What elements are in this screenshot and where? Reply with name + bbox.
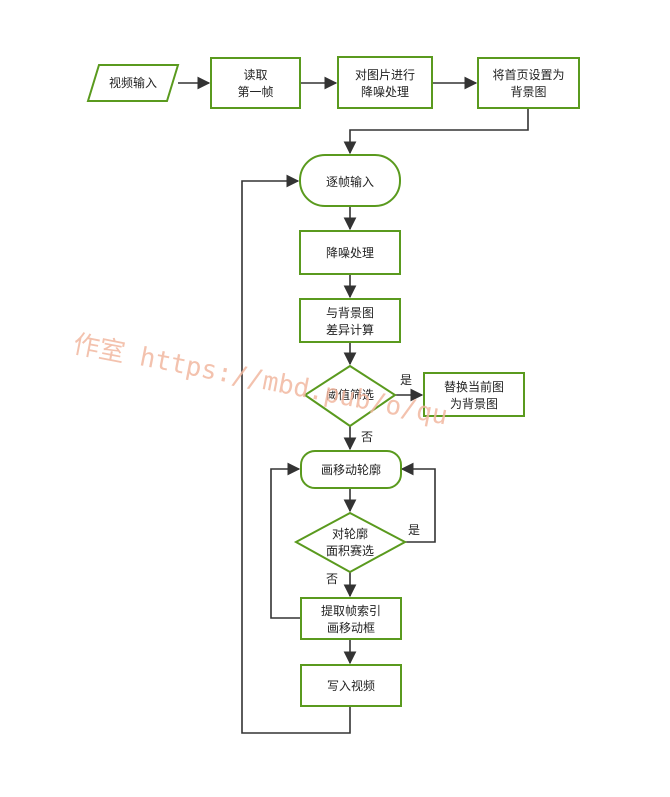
threshold-yes-label: 是 — [400, 373, 412, 387]
node-draw-contour: 画移动轮廓 — [300, 450, 402, 489]
edge-extract-loop-back — [270, 462, 301, 619]
denoise-image-label-2: 降噪处理 — [361, 85, 409, 99]
node-contour-area-filter: 对轮廓 面积赛选 — [293, 511, 408, 574]
svg-text:视频输入: 视频输入 — [109, 75, 157, 90]
denoise-label: 降噪处理 — [326, 246, 374, 260]
frame-input-label: 逐帧输入 — [326, 174, 374, 189]
edge-write-loop-back — [241, 174, 351, 734]
replace-background-label-2: 为背景图 — [450, 397, 498, 411]
threshold-no-label: 否 — [361, 430, 373, 444]
node-write-video: 写入视频 — [300, 664, 402, 707]
node-set-background: 将首页设置为 背景图 — [477, 57, 580, 109]
threshold-filter-label: 阈值筛选 — [326, 387, 374, 402]
replace-background-label-1: 替换当前图 — [444, 379, 504, 394]
denoise-image-label-1: 对图片进行 — [355, 68, 415, 82]
set-background-label-1: 将首页设置为 — [492, 68, 564, 82]
read-first-label-2: 第一帧 — [237, 85, 273, 99]
diff-background-label-2: 差异计算 — [326, 322, 374, 337]
contour-area-filter-label-2: 面积赛选 — [326, 543, 374, 558]
node-extract-index: 提取帧索引 画移动框 — [300, 597, 402, 640]
draw-contour-label: 画移动轮廓 — [321, 462, 381, 477]
node-denoise-image: 对图片进行 降噪处理 — [337, 56, 433, 109]
edge-set-bg-to-frame-input — [343, 108, 529, 155]
extract-index-label-1: 提取帧索引 — [321, 603, 381, 618]
edge-area-filter-yes-loop — [400, 462, 436, 543]
watermark-text: 作室 https://mbd.pub/o/qu — [71, 329, 450, 431]
node-denoise: 降噪处理 — [299, 230, 401, 275]
extract-index-label-2: 画移动框 — [327, 621, 375, 635]
write-video-label: 写入视频 — [327, 678, 375, 693]
video-input-label: 视频输入 — [109, 75, 157, 90]
set-background-label-2: 背景图 — [510, 85, 546, 99]
contour-area-filter-label-1: 对轮廓 — [332, 526, 368, 541]
node-replace-background: 替换当前图 为背景图 — [423, 372, 525, 417]
node-frame-input: 逐帧输入 — [299, 154, 401, 207]
node-threshold-filter: 阈值筛选 — [303, 364, 397, 428]
node-diff-background: 与背景图 差异计算 — [299, 298, 401, 343]
area-no-label: 否 — [326, 572, 338, 586]
node-video-input: 视频输入 — [86, 64, 180, 102]
area-yes-label: 是 — [408, 523, 420, 537]
node-read-first-frame: 读取 第一帧 — [210, 57, 301, 109]
diff-background-label-1: 与背景图 — [326, 306, 374, 320]
edges — [178, 76, 529, 734]
read-first-label-1: 读取 — [243, 68, 267, 82]
